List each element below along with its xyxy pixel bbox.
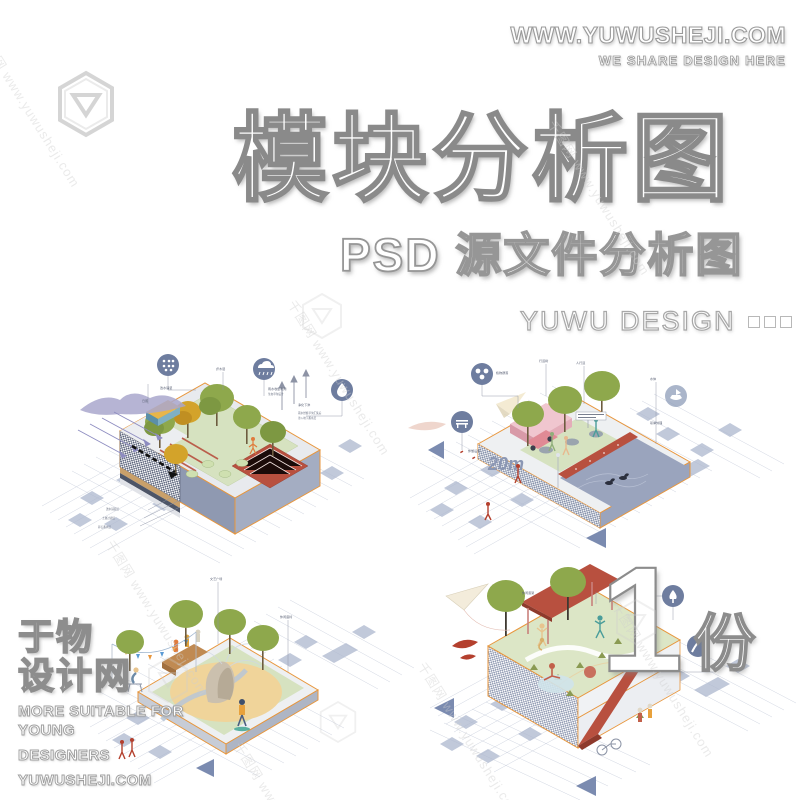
water-body [560, 436, 686, 508]
shrub-group [185, 459, 249, 478]
brand-cn-line1: 于物 [17, 616, 95, 657]
swan-pair [605, 473, 629, 485]
callout-label: 雨水经植草沟汇集后 [298, 411, 322, 415]
illustration-panel-rainwater: 透水铺装 乔木层 日照 雨水收集利用 生态草沟设计 净化下渗 雨水经植草沟汇集后… [20, 338, 370, 564]
brand-name-text: YUWU DESIGN [519, 305, 736, 336]
site-tagline-text: WE SHARE DESIGN HERE [598, 53, 786, 69]
person-group [536, 615, 606, 681]
square-dot [779, 315, 792, 328]
paper-plane-icon [445, 583, 511, 631]
seated-person [127, 667, 143, 693]
direction-arrow [434, 698, 454, 718]
svg-text:20m: 20m [487, 454, 524, 474]
quantity-block: 1 份 [599, 535, 757, 703]
page-subtitle: PSD 源文件分析图 [339, 229, 744, 281]
yuwu-hex-logo-icon [300, 292, 344, 340]
callout-label: 渗入地下蓄水层 [298, 416, 317, 420]
koi-decoration [408, 421, 446, 431]
red-circle-feature [584, 666, 596, 678]
callout-label: 碎石蓄水层 [98, 525, 111, 529]
walking-figure-red [118, 738, 136, 760]
square-dots-decoration [747, 315, 792, 328]
callout-label: 缓坡绿地与景观步道衔接处理 [642, 667, 676, 671]
skateboarder-figure [234, 699, 250, 732]
site-url-block: WWW.YUWUSHEJI.COM WE SHARE DESIGN HERE [510, 21, 786, 69]
flow-arrow [131, 444, 178, 479]
brand-en-line2: DESIGNERS [18, 747, 110, 765]
callout-leaders [139, 372, 343, 527]
car-vehicle [526, 430, 558, 451]
paper-plane-icon [496, 392, 526, 418]
callout-label: 植物群落 [496, 370, 508, 375]
direction-arrow [196, 759, 214, 777]
boardwalk [558, 432, 638, 479]
callout-label: 生态草沟设计 [268, 392, 284, 396]
callout-label: 土壤过滤层 [102, 516, 115, 520]
cyclist-figure [596, 738, 622, 756]
brand-en-line3: YUWUSHEJI.COM [18, 772, 152, 790]
callout-label: 透水铺装 [160, 385, 172, 390]
badge-flowers[interactable] [471, 363, 493, 385]
callout-label: 休闲座椅 [280, 614, 292, 619]
information-sign [575, 411, 607, 428]
tree-cluster [116, 600, 279, 671]
callout-leaders [461, 364, 657, 450]
callout-label: 透水铺装层 [106, 507, 119, 511]
callout-label: 水体 [650, 376, 656, 381]
curved-path [160, 668, 248, 722]
callout-label: 人行道 [576, 360, 585, 365]
tree-cluster [144, 384, 286, 476]
callout-label: 驳岸处理 [650, 420, 662, 425]
tree-cluster [512, 371, 620, 446]
bench-with-people [162, 629, 208, 676]
callout-label: 乔木层 [216, 366, 225, 371]
walking-figure-red [484, 464, 522, 521]
quantity-unit: 份 [693, 610, 757, 679]
callout-label: 休闲廊架 [522, 590, 534, 595]
badge-boat[interactable] [665, 385, 687, 407]
brand-en-line1: MORE SUITABLE FOR YOUNG [18, 702, 184, 739]
person-figure [248, 437, 258, 455]
quantity-number: 1 [599, 535, 685, 703]
callout-leaders [217, 582, 289, 672]
direction-arrow [576, 776, 596, 796]
small-pond [538, 675, 574, 693]
callout-label: 休憩设施 [468, 448, 480, 453]
square-dot [747, 315, 760, 328]
bird-decoration [452, 639, 478, 660]
badge-rain-dots[interactable] [157, 354, 179, 376]
illustration-panel-lawn: 休闲廊架 阳光草坪 缓坡绿地与景观步道衔接处理 [429, 548, 800, 800]
red-ramp [578, 660, 646, 750]
site-url-text: WWW.YUWUSHEJI.COM [510, 21, 786, 48]
badge-path[interactable] [687, 635, 709, 657]
landscape-sculpture [205, 661, 235, 704]
callout-label: 净化下渗 [298, 402, 310, 407]
callout-label: 阳光草坪 [610, 590, 622, 595]
badge-bench[interactable] [451, 411, 473, 433]
illustration-panel-plaza: 文艺广场 休闲座椅 [89, 552, 430, 792]
tree-cluster [487, 567, 586, 636]
evaporation-arrows [278, 368, 310, 410]
illustration-panel-waterfront: 20m [400, 338, 785, 558]
square-dot [763, 315, 776, 328]
mountain-silhouette [80, 393, 186, 415]
callout-label: 雨水收集利用 [268, 386, 287, 391]
brand-block: 于物 设计网 MORE SUITABLE FOR YOUNG DESIGNERS… [17, 616, 198, 791]
sunlight-arrows [77, 411, 163, 459]
callout-label: 行道树 [539, 358, 548, 363]
badge-cloud-rain[interactable] [253, 358, 275, 380]
callout-leaders [595, 592, 714, 673]
page-title: 模块分析图 [231, 106, 732, 213]
person-pair [637, 703, 653, 722]
corner-hex-logo-icon [55, 70, 117, 143]
red-terrace [231, 443, 309, 489]
badge-water-drop[interactable] [331, 379, 353, 401]
callout-label: 日照 [142, 399, 148, 403]
scale-marker: 20m [428, 441, 524, 474]
brand-cn-line2: 设计网 [17, 654, 133, 696]
direction-arrow [586, 528, 606, 548]
brand-line: YUWU DESIGN [519, 305, 792, 337]
badge-tree[interactable] [662, 585, 684, 607]
callout-label: 文艺广场 [210, 576, 222, 581]
